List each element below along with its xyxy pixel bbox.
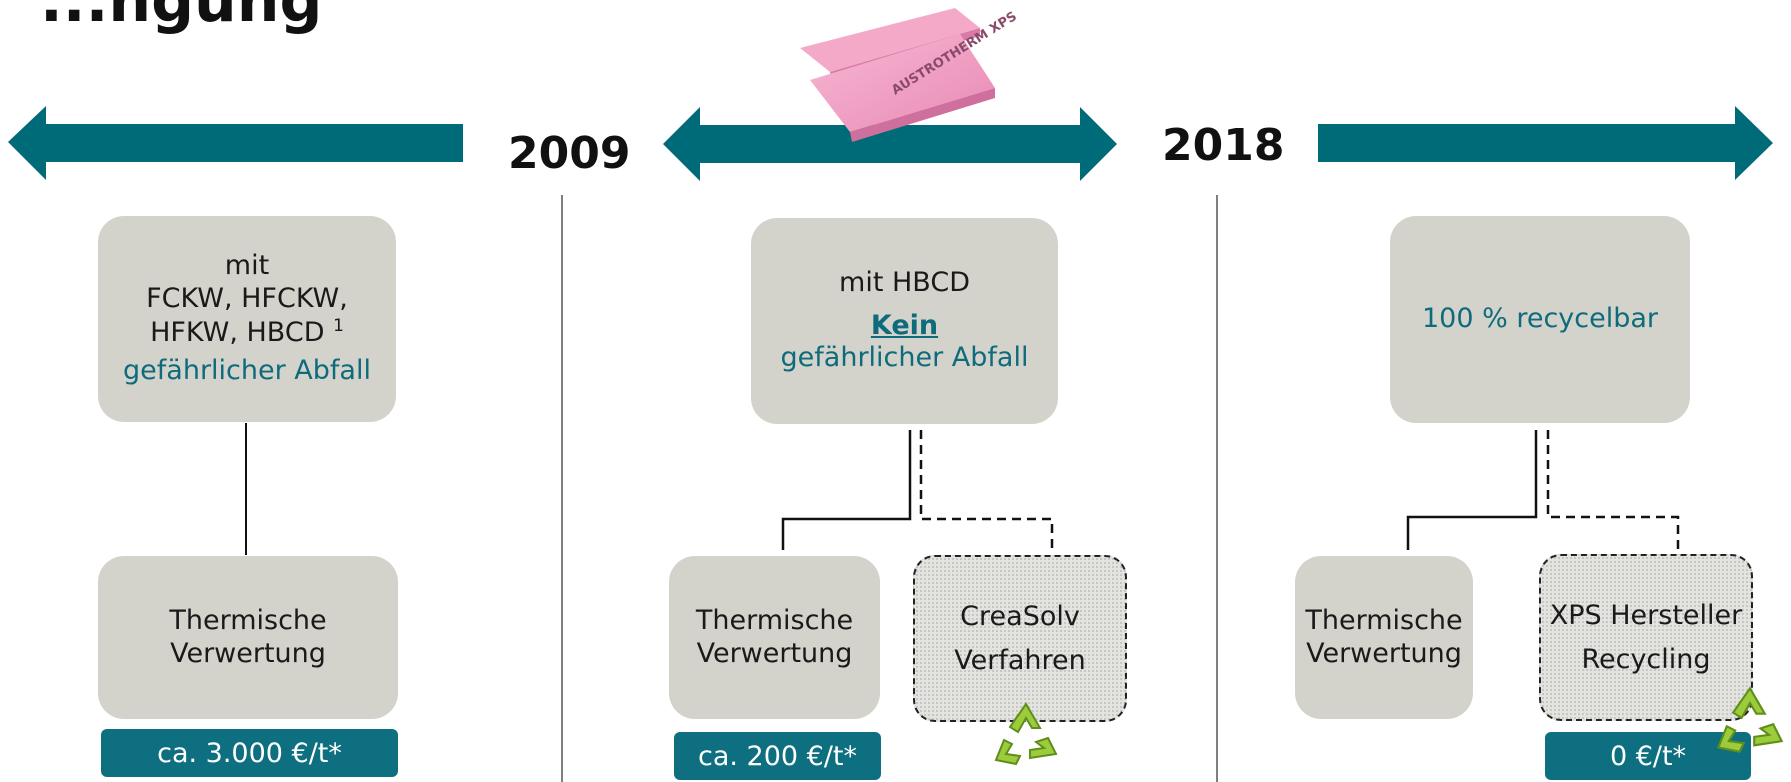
- period3-bottom-left-line2: Verwertung: [1306, 637, 1462, 669]
- period1-price-badge: ca. 3.000 €/t*: [101, 729, 398, 777]
- period1-top-line3: HFKW, HBCD 1: [150, 315, 344, 348]
- period2-top-line1: mit HBCD: [839, 266, 970, 298]
- connector-3-dashed: [1546, 430, 1680, 553]
- period1-hazard-label: gefährlicher Abfall: [123, 355, 371, 387]
- period2-bottom-left-line2: Verwertung: [696, 637, 853, 669]
- recycle-icon: [994, 702, 1058, 766]
- period3-xps-line1: XPS Hersteller: [1549, 600, 1743, 632]
- period1-top-line2: FCKW, HFCKW,: [146, 282, 348, 314]
- footnote-marker: 1: [333, 315, 344, 336]
- period2-creasolv-line2: Verfahren: [954, 644, 1086, 676]
- period2-price-badge: ca. 200 €/t*: [674, 732, 881, 780]
- period3-price-badge: 0 €/t*: [1545, 732, 1751, 780]
- period1-price-text: ca. 3.000 €/t*: [157, 737, 342, 769]
- period2-hazard-label: gefährlicher Abfall: [780, 342, 1029, 374]
- period3-xps-line2: Recycling: [1581, 643, 1711, 675]
- period2-bottom-left-box: Thermische Verwertung: [669, 556, 880, 719]
- period3-bottom-left-box: Thermische Verwertung: [1295, 556, 1473, 719]
- xps-boards-image: AUSTROTHERM XPS: [800, 8, 1020, 142]
- page-title-fragment: ...ngung: [40, 0, 322, 36]
- arrow-right-period: [1318, 106, 1773, 180]
- arrow-middle-period: [663, 107, 1117, 181]
- period2-price-text: ca. 200 €/t*: [697, 740, 858, 772]
- period1-bottom-line2: Verwertung: [170, 637, 326, 669]
- recycle-icon: [1716, 686, 1784, 753]
- year-2009: 2009: [508, 128, 631, 179]
- period3-price-text: 0 €/t*: [1609, 740, 1687, 772]
- connector-3-solid: [1406, 430, 1538, 550]
- period2-kein-label: Kein: [870, 309, 939, 341]
- period2-bottom-left-line1: Thermische: [695, 604, 854, 636]
- period1-top-line1: mit: [224, 249, 270, 281]
- period3-recyclable-label: 100 % recycelbar: [1421, 303, 1659, 335]
- period2-creasolv-box: CreaSolv Verfahren: [913, 555, 1127, 722]
- period2-creasolv-line1: CreaSolv: [960, 601, 1080, 633]
- period3-top-box: 100 % recycelbar: [1390, 216, 1690, 423]
- connector-2-solid: [781, 430, 912, 550]
- period3-xps-recycling-box: XPS Hersteller Recycling: [1539, 554, 1753, 721]
- period1-bottom-line1: Thermische: [169, 604, 327, 636]
- period1-bottom-box: Thermische Verwertung: [98, 556, 398, 719]
- period1-top-box: mit FCKW, HFCKW, HFKW, HBCD 1 gefährlich…: [98, 216, 396, 422]
- period2-top-box: mit HBCD Kein gefährlicher Abfall: [751, 218, 1058, 424]
- year-2018: 2018: [1162, 120, 1285, 171]
- arrow-left-period: [8, 106, 463, 180]
- connector-2-dashed: [919, 430, 1054, 553]
- page-title-text: ...ngung: [40, 0, 323, 36]
- period3-bottom-left-line1: Thermische: [1305, 604, 1463, 636]
